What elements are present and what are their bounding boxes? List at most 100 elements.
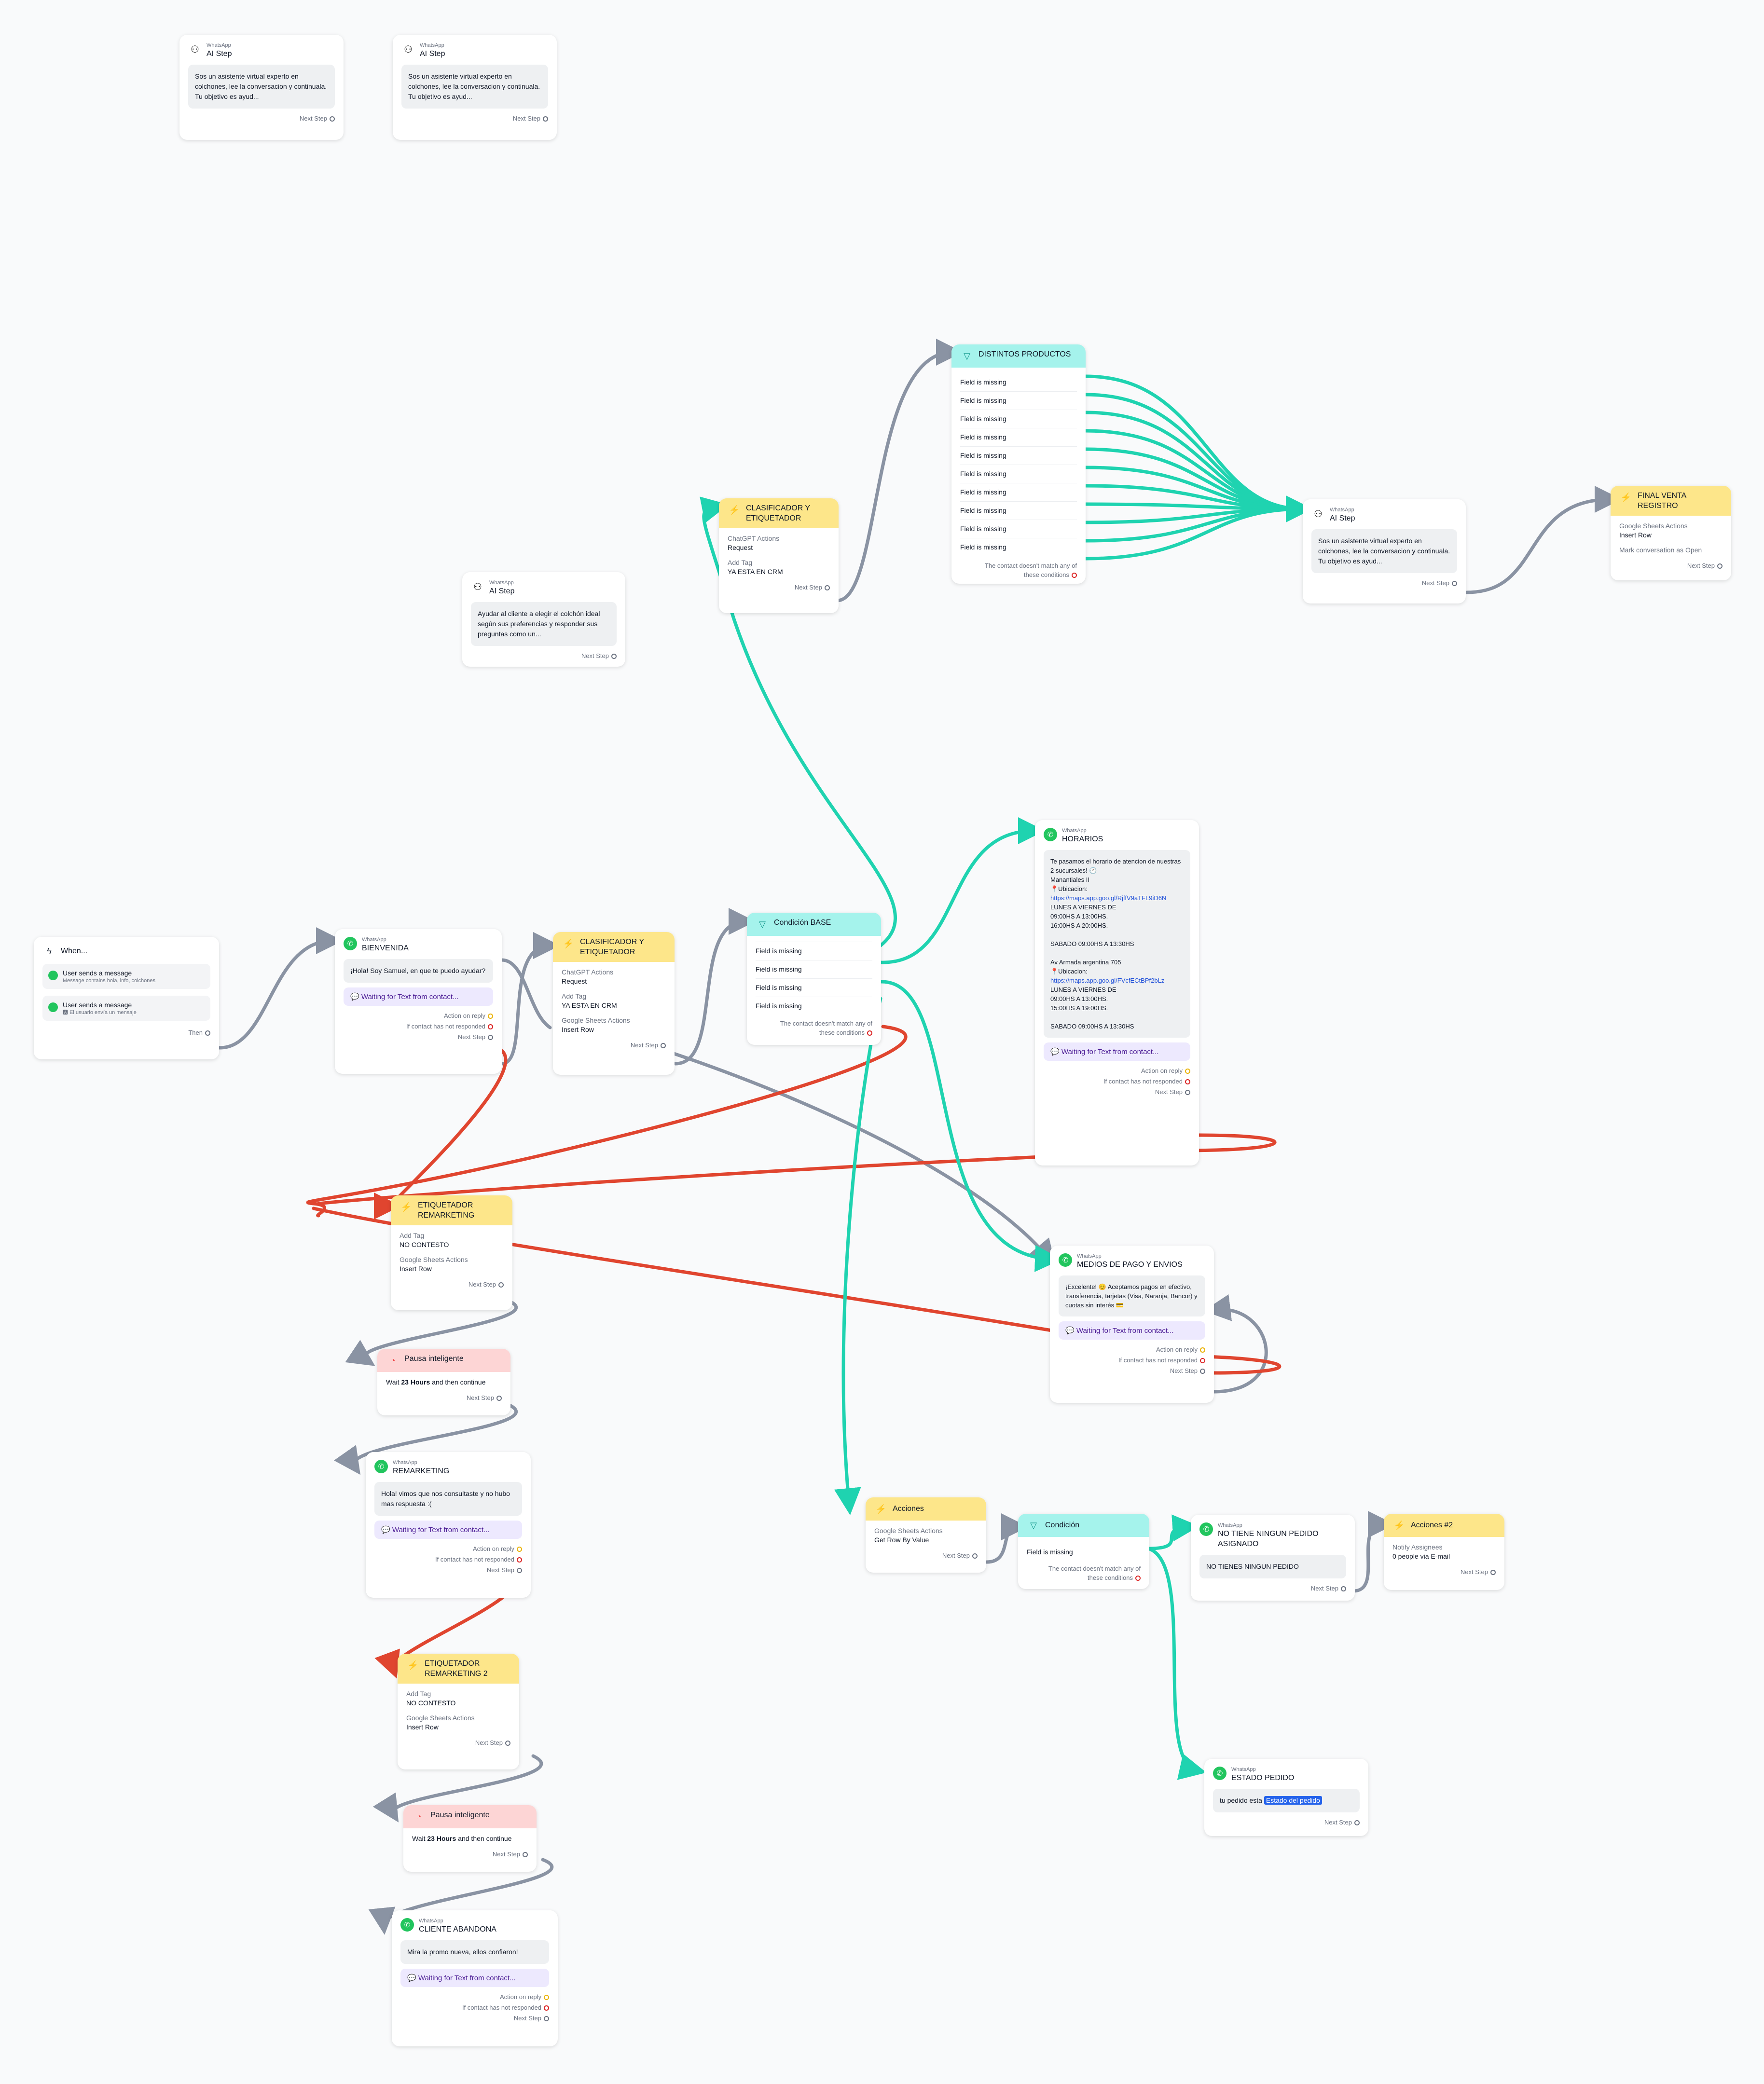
waiting-reply-chip: 💬 Waiting for Text from contact... [1059, 1321, 1205, 1340]
next-step-handle[interactable]: Next Step [406, 1738, 510, 1748]
condition-row[interactable]: Field is missing [960, 465, 1077, 483]
lightning-icon: ⚡ [729, 505, 740, 515]
condition-row[interactable]: Field is missing [756, 942, 872, 960]
then-handle[interactable]: Then [42, 1028, 210, 1038]
filter-icon: ▽ [759, 919, 766, 929]
condition-row[interactable]: Field is missing [756, 997, 872, 1015]
condition-row[interactable]: Field is missing [960, 483, 1077, 501]
maps-link-2[interactable]: https://maps.app.goo.gl/FVcfECtBPf2bLz [1050, 977, 1165, 984]
action-on-reply-handle[interactable]: Action on reply [344, 1011, 493, 1021]
next-step-handle[interactable]: Next Step [188, 113, 335, 124]
action-on-reply-handle[interactable]: Action on reply [400, 1992, 549, 2002]
chat-icon: 💬 [350, 993, 361, 1001]
condition-row[interactable]: Field is missing [960, 520, 1077, 538]
clasificador-node-2[interactable]: ⚡CLASIFICADOR Y ETIQUETADOR ChatGPT Acti… [553, 932, 675, 1075]
whatsapp-icon: ✆ [1213, 1767, 1227, 1780]
not-responded-handle[interactable]: If contact has not responded [374, 1554, 522, 1565]
waiting-reply-chip: 💬 Waiting for Text from contact... [374, 1521, 522, 1539]
next-step-handle[interactable]: Next Step [344, 1032, 493, 1042]
whatsapp-icon [48, 1002, 58, 1012]
next-step-handle[interactable]: Next Step [1044, 1087, 1190, 1097]
no-match-handle[interactable]: The contact doesn't match any of these c… [1048, 1565, 1141, 1581]
next-step-handle[interactable]: Next Step [471, 651, 617, 661]
variable-chip[interactable]: Estado del pedido [1264, 1796, 1322, 1805]
next-step-handle[interactable]: Next Step [1619, 561, 1723, 571]
clasificador-node-1[interactable]: ⚡CLASIFICADOR Y ETIQUETADOR ChatGPT Acti… [719, 498, 839, 613]
lightning-icon: ⚡ [1620, 492, 1632, 502]
whatsapp-icon: ✆ [1059, 1253, 1072, 1267]
pausa-inteligente-node-1[interactable]: ◔Pausa inteligente Wait 23 Hours and the… [377, 1349, 510, 1415]
action-on-reply-handle[interactable]: Action on reply [374, 1544, 522, 1554]
trigger-item[interactable]: User sends a message🅰 El usuario envía u… [42, 996, 210, 1021]
distintos-productos-node[interactable]: ▽DISTINTOS PRODUCTOS Field is missing Fi… [951, 344, 1086, 584]
condition-row[interactable]: Field is missing [756, 978, 872, 997]
waiting-reply-chip: 💬 Waiting for Text from contact... [1044, 1042, 1190, 1061]
condition-row[interactable]: Field is missing [960, 378, 1006, 386]
not-responded-handle[interactable]: If contact has not responded [1044, 1076, 1190, 1087]
next-step-handle[interactable]: Next Step [400, 2013, 549, 2024]
next-step-handle[interactable]: Next Step [1311, 578, 1457, 589]
condition-row[interactable]: Field is missing [960, 428, 1077, 446]
lightning-icon: ⚡ [563, 938, 574, 948]
next-step-handle[interactable]: Next Step [1392, 1567, 1496, 1577]
whatsapp-icon: ✆ [374, 1460, 388, 1473]
final-venta-node[interactable]: ⚡FINAL VENTA REGISTRO Google Sheets Acti… [1611, 486, 1731, 580]
lightning-outline-icon: ϟ [47, 946, 52, 956]
condition-row[interactable]: Field is missing [1027, 1543, 1141, 1561]
next-step-handle[interactable]: Next Step [728, 582, 830, 593]
condicion-base-node[interactable]: ▽Condición BASE Field is missing Field i… [747, 913, 881, 1045]
next-step-handle[interactable]: Next Step [400, 1279, 504, 1290]
not-responded-handle[interactable]: If contact has not responded [400, 2002, 549, 2013]
not-responded-handle[interactable]: If contact has not responded [344, 1021, 493, 1032]
condition-row[interactable]: Field is missing [756, 960, 872, 978]
condition-row[interactable]: Field is missing [960, 538, 1077, 556]
maps-link-1[interactable]: https://maps.app.goo.gl/RjffV9aTFL9iD6N [1050, 894, 1167, 902]
condition-row[interactable]: Field is missing [960, 501, 1077, 520]
condicion-node[interactable]: ▽Condición Field is missing The contact … [1018, 1514, 1149, 1589]
next-step-handle[interactable]: Next Step [1199, 1583, 1346, 1594]
condition-row[interactable]: Field is missing [960, 410, 1077, 428]
next-step-handle[interactable]: Next Step [1059, 1366, 1205, 1376]
no-match-handle[interactable]: The contact doesn't match any of these c… [780, 1020, 872, 1036]
condition-row[interactable]: Field is missing [960, 446, 1077, 465]
ai-step-icon: ⚇ [404, 44, 413, 55]
action-on-reply-handle[interactable]: Action on reply [1044, 1066, 1190, 1076]
not-responded-handle[interactable]: If contact has not responded [1059, 1355, 1205, 1366]
next-step-handle[interactable]: Next Step [401, 113, 548, 124]
pausa-inteligente-node-2[interactable]: ◔Pausa inteligente Wait 23 Hours and the… [403, 1805, 537, 1872]
filter-icon: ▽ [964, 351, 970, 361]
next-step-handle[interactable]: Next Step [562, 1040, 666, 1051]
ai-step-icon: ⚇ [473, 581, 482, 592]
lightning-icon: ⚡ [400, 1202, 412, 1212]
ai-step-icon: ⚇ [191, 44, 199, 55]
next-step-handle[interactable]: Next Step [386, 1393, 502, 1403]
next-step-handle[interactable]: Next Step [374, 1565, 522, 1576]
next-step-handle[interactable]: Next Step [1213, 1817, 1360, 1828]
ai-step-icon: ⚇ [1314, 508, 1323, 520]
next-step-handle[interactable]: Next Step [412, 1849, 528, 1860]
waiting-reply-chip: 💬 Waiting for Text from contact... [344, 987, 493, 1006]
action-on-reply-handle[interactable]: Action on reply [1059, 1344, 1205, 1355]
whatsapp-icon [48, 971, 58, 980]
condition-row[interactable]: Field is missing [960, 391, 1077, 410]
whatsapp-icon: ✆ [1044, 828, 1057, 841]
no-match-handle[interactable]: The contact doesn't match any of these c… [984, 562, 1077, 578]
next-step-handle[interactable]: Next Step [874, 1550, 978, 1561]
